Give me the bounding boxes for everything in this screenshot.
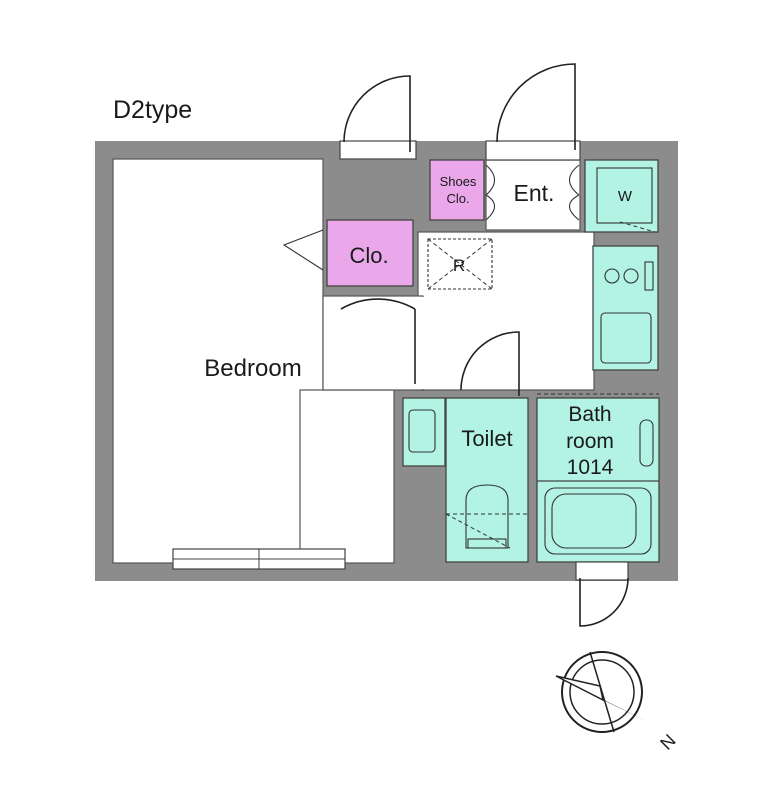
hall-extension (322, 295, 424, 391)
stove-burner-right-icon (623, 268, 639, 284)
toilet-dash (445, 513, 528, 549)
shoes-closet-label-1: Shoes (440, 174, 477, 189)
bathtub-outer (544, 487, 652, 555)
kitchen-sink-icon (600, 312, 652, 364)
washer-label: W (618, 188, 633, 205)
hall-door-swing (340, 298, 416, 384)
bedroom-room (112, 158, 324, 564)
washer-unit (596, 167, 653, 224)
entrance-opening (485, 140, 581, 161)
compass-south-arrow-icon (555, 675, 605, 702)
closet-door (282, 229, 324, 271)
bathroom-room (536, 397, 660, 563)
stove-burner-left-icon (604, 268, 620, 284)
bath-label-3: 1014 (567, 456, 614, 479)
kitchen-counter (592, 245, 659, 371)
bath-basin-icon (639, 419, 654, 467)
washbasin-icon (408, 409, 436, 453)
bedroom-label: Bedroom (204, 355, 301, 382)
toilet-tank-icon (467, 538, 507, 549)
toilet-label: Toilet (461, 426, 512, 451)
bathtub-inner (551, 493, 637, 549)
washbasin-area (402, 397, 446, 467)
refrigerator-label: R (453, 256, 465, 275)
washer-dash (619, 221, 656, 233)
toilet-bowl-icon (465, 484, 509, 549)
compass-north-label: N (656, 730, 679, 753)
toilet-room (445, 397, 529, 563)
shoes-closet (429, 159, 485, 221)
entrance-door-swing (496, 63, 576, 150)
shoes-closet-door (485, 164, 496, 221)
entrance-room (485, 159, 581, 231)
hall-room (417, 231, 595, 391)
stove-control-icon (644, 261, 654, 291)
top-door-swing (343, 75, 411, 152)
bedroom-annex-merge (301, 391, 331, 562)
compass (555, 651, 648, 733)
closet-room (326, 219, 414, 287)
toilet-door-swing (460, 331, 520, 396)
bath-label-1: Bath (568, 403, 611, 426)
top-door-opening (339, 140, 417, 160)
shoes-closet-label-2: Clo. (446, 191, 469, 206)
refrigerator-space (427, 238, 493, 290)
hall-merge (417, 297, 425, 389)
bath-label-2: room (566, 430, 614, 453)
bath-outer-opening (575, 561, 629, 581)
bath-outer-door-swing (579, 577, 629, 627)
washer-door (568, 164, 580, 221)
entrance-label: Ent. (514, 180, 555, 206)
closet-label: Clo. (349, 243, 388, 268)
type-label: D2type (113, 96, 192, 124)
